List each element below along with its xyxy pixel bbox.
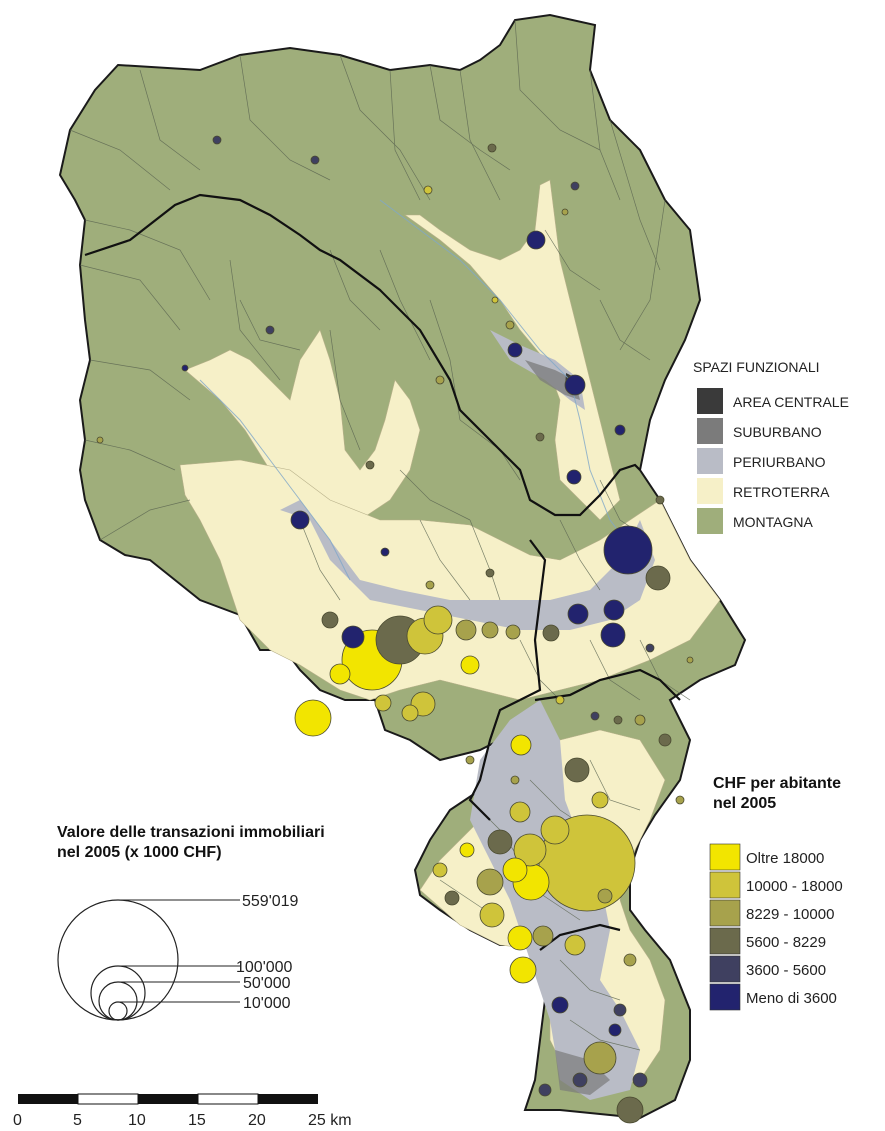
legend-spazi-funzionali: SPAZI FUNZIONALI AREA CENTRALE SUBURBANO…: [693, 359, 849, 534]
legend-size-title-1: Valore delle transazioni immobiliari: [57, 824, 325, 841]
legend-label-area-centrale: AREA CENTRALE: [733, 394, 849, 410]
legend-circle-50000: [98, 981, 138, 1021]
legend-label-montagna: MONTAGNA: [733, 514, 814, 530]
legend-bubble-size: Valore delle transazioni immobiliari nel…: [57, 824, 325, 1021]
legend-swatch-periurbano: [697, 448, 723, 474]
transaction-bubbles: [96, 135, 694, 1124]
scale-tick-25-km: 25 km: [308, 1112, 352, 1129]
legend-size-value-559019: 559'019: [242, 893, 299, 910]
municipal-boundaries: [69, 19, 691, 1051]
legend-size-value-50000: 50'000: [243, 975, 291, 992]
legend-label-5600-8229: 5600 - 8229: [746, 934, 826, 951]
scale-tick-15: 15: [188, 1112, 206, 1129]
legend-chf-per-abitante: CHF per abitante nel 2005 Oltre 18000 10…: [709, 775, 843, 1011]
legend-circle-100000: [90, 965, 146, 1021]
periurbano-zone: [280, 500, 655, 630]
legend-swatch-3600-5600: [709, 955, 741, 983]
legend-swatch-10000-18000: [709, 871, 741, 899]
legend-size-title-2: nel 2005 (x 1000 CHF): [57, 844, 222, 861]
legend-size-value-10000: 10'000: [243, 995, 291, 1012]
legend-label-periurbano: PERIURBANO: [733, 454, 826, 470]
periurbano-zone-south: [470, 700, 640, 1100]
legend-chf-title-2: nel 2005: [713, 795, 776, 812]
scale-tick-20: 20: [248, 1112, 266, 1129]
legend-swatch-8229-10000: [709, 899, 741, 927]
scale-bar: 0 5 10 15 20 25 km: [13, 1093, 352, 1129]
legend-label-oltre-18000: Oltre 18000: [746, 850, 824, 867]
legend-chf-title-1: CHF per abitante: [713, 775, 841, 792]
legend-swatch-5600-8229: [709, 927, 741, 955]
legend-size-value-100000: 100'000: [236, 959, 293, 976]
scale-tick-10: 10: [128, 1112, 146, 1129]
legend-swatch-oltre-18000: [709, 843, 741, 871]
legend-label-meno-di-3600: Meno di 3600: [746, 990, 837, 1007]
legend-swatch-meno-di-3600: [709, 983, 741, 1011]
legend-swatch-area-centrale: [697, 388, 723, 414]
legend-spazi-title: SPAZI FUNZIONALI: [693, 359, 820, 375]
legend-swatch-montagna: [697, 508, 723, 534]
valley-retroterra-north: [404, 179, 621, 521]
suburbano-zone-south: [555, 1050, 610, 1095]
legend-label-retroterra: RETROTERRA: [733, 484, 830, 500]
legend-swatch-suburbano: [697, 418, 723, 444]
legend-label-10000-18000: 10000 - 18000: [746, 878, 843, 895]
legend-label-suburbano: SUBURBANO: [733, 424, 822, 440]
legend-swatch-retroterra: [697, 478, 723, 504]
legend-circle-10000: [108, 1001, 128, 1021]
scale-tick-5: 5: [73, 1112, 82, 1129]
scale-tick-0: 0: [13, 1112, 22, 1129]
legend-label-8229-10000: 8229 - 10000: [746, 906, 834, 923]
legend-label-3600-5600: 3600 - 5600: [746, 962, 826, 979]
